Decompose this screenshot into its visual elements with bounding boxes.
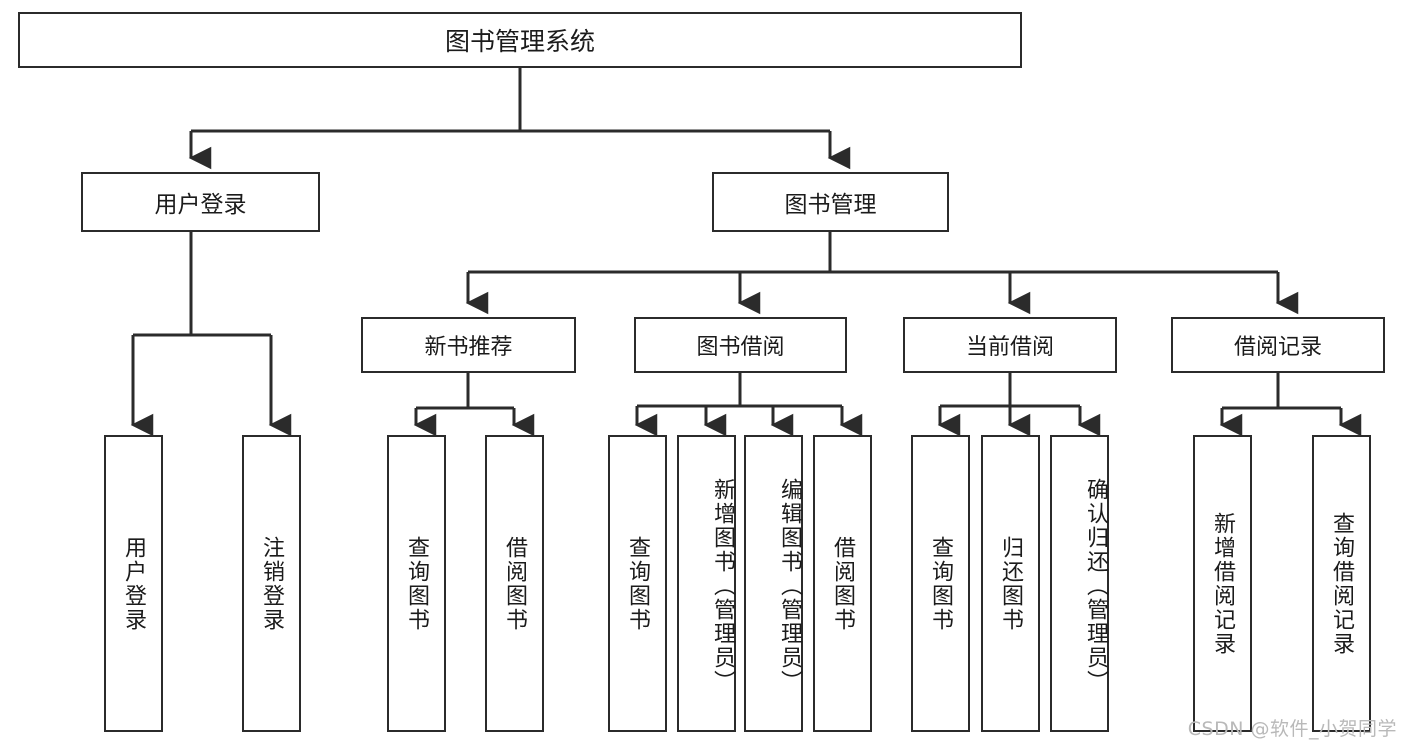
- leaf-borrow-book[interactable]: 借阅图书: [813, 435, 872, 732]
- node-label: 借阅图书: [502, 535, 528, 632]
- node-label: 查询借阅记录: [1329, 511, 1355, 656]
- node-current-borrow[interactable]: 当前借阅: [903, 317, 1117, 373]
- node-label: 新增借阅记录: [1210, 511, 1236, 656]
- node-root-system[interactable]: 图书管理系统: [18, 12, 1022, 68]
- leaf-edit-book-admin[interactable]: 编辑图书（管理员）: [744, 435, 803, 732]
- leaf-logout-login[interactable]: 注销登录: [242, 435, 301, 732]
- node-label: 归还图书: [998, 535, 1024, 632]
- node-label: 查询图书: [928, 535, 954, 632]
- node-label: 查询图书: [625, 535, 651, 632]
- node-label: 确认归还（管理员）: [1083, 477, 1108, 694]
- leaf-query-book-recommend[interactable]: 查询图书: [387, 435, 446, 732]
- node-label: 图书管理系统: [444, 27, 595, 56]
- node-label: 当前借阅: [965, 335, 1054, 360]
- leaf-add-book-admin[interactable]: 新增图书（管理员）: [677, 435, 736, 732]
- node-label: 新书推荐: [424, 335, 513, 360]
- leaf-query-book-current[interactable]: 查询图书: [911, 435, 970, 732]
- node-label: 图书借阅: [696, 335, 785, 360]
- node-label: 编辑图书（管理员）: [777, 477, 802, 694]
- node-user-login[interactable]: 用户登录: [81, 172, 320, 232]
- node-label: 图书管理: [784, 192, 877, 218]
- node-book-management[interactable]: 图书管理: [712, 172, 949, 232]
- leaf-add-borrow-record[interactable]: 新增借阅记录: [1193, 435, 1252, 732]
- leaf-user-login[interactable]: 用户登录: [104, 435, 163, 732]
- node-label: 用户登录: [121, 535, 147, 632]
- leaf-borrow-book-recommend[interactable]: 借阅图书: [485, 435, 544, 732]
- watermark-text: CSDN @软件_小贺同学: [1187, 718, 1397, 740]
- node-label: 用户登录: [154, 192, 247, 218]
- node-book-borrow[interactable]: 图书借阅: [634, 317, 847, 373]
- node-new-book-recommend[interactable]: 新书推荐: [361, 317, 576, 373]
- node-label: 借阅记录: [1233, 335, 1322, 360]
- node-label: 注销登录: [259, 535, 285, 632]
- leaf-query-book-borrow[interactable]: 查询图书: [608, 435, 667, 732]
- node-label: 新增图书（管理员）: [710, 477, 735, 694]
- leaf-confirm-return-admin[interactable]: 确认归还（管理员）: [1050, 435, 1109, 732]
- node-label: 查询图书: [404, 535, 430, 632]
- node-borrow-record[interactable]: 借阅记录: [1171, 317, 1385, 373]
- leaf-query-borrow-record[interactable]: 查询借阅记录: [1312, 435, 1371, 732]
- node-label: 借阅图书: [830, 535, 856, 632]
- leaf-return-book[interactable]: 归还图书: [981, 435, 1040, 732]
